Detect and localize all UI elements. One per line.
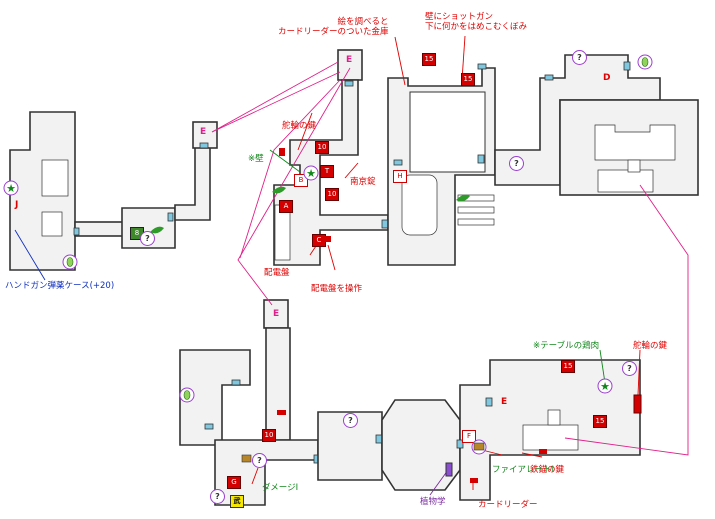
helm-lock-icon bbox=[279, 148, 285, 156]
question-icon-low: ? bbox=[343, 413, 358, 428]
question-icon-g: ? bbox=[252, 453, 267, 468]
question-icon-east: ? bbox=[622, 361, 637, 376]
room-letter-a: A bbox=[279, 200, 293, 213]
label-botany: 植物学 bbox=[420, 497, 446, 507]
staircase bbox=[41, 159, 69, 197]
label-handgun-ammo: ハンドガン弾薬ケース(+20) bbox=[5, 281, 115, 291]
question-icon-save: ? bbox=[140, 231, 155, 246]
ammo-pointer bbox=[14, 229, 46, 281]
damage-item-icon bbox=[241, 454, 252, 463]
label-nankin: 南京錠 bbox=[350, 177, 376, 187]
herb-icon bbox=[456, 194, 470, 202]
room-letter-e-top-left: E bbox=[200, 127, 207, 137]
label-panel-operate: 配電盤を操作 bbox=[311, 284, 363, 294]
room-letter-d: D bbox=[603, 73, 611, 83]
pillar bbox=[401, 174, 438, 236]
label-fire-plate: ファイアレートⅠ bbox=[492, 465, 555, 475]
room-central-west bbox=[273, 79, 389, 266]
card-reader-icon bbox=[470, 478, 478, 483]
room-west-low bbox=[179, 349, 251, 446]
question-icon-h: ? bbox=[509, 156, 524, 171]
herb-icon bbox=[150, 226, 164, 234]
label-helm-key-top: 舵輪の鍵 bbox=[282, 121, 317, 131]
room-letter-f: F bbox=[462, 430, 476, 443]
question-icon-g-bottom: ? bbox=[210, 489, 225, 504]
egg-icon bbox=[637, 54, 653, 70]
room-e-top bbox=[337, 49, 363, 81]
room-question-low bbox=[317, 411, 383, 481]
tag-10-c: 10 bbox=[262, 429, 276, 442]
label-shotgun: 壁にショットガン 下に何かをはめこむくぼみ bbox=[425, 12, 528, 32]
egg-icon bbox=[62, 254, 78, 270]
svg-text:★: ★ bbox=[6, 182, 16, 195]
door-lock-icon bbox=[277, 410, 286, 415]
room-large-east bbox=[559, 99, 699, 196]
room-letter-t: T bbox=[320, 165, 334, 178]
room-letter-e-top: E bbox=[346, 55, 353, 65]
connection-lines bbox=[211, 61, 689, 456]
label-card-reader: カードリーダー bbox=[478, 500, 538, 510]
star-icon: ★ bbox=[3, 180, 19, 196]
tag-15-top: 15 bbox=[422, 53, 436, 66]
label-panel: 配電盤 bbox=[264, 268, 290, 278]
room-letter-j: J bbox=[15, 200, 19, 210]
question-icon-d: ? bbox=[572, 50, 587, 65]
tag-10-a: 10 bbox=[315, 141, 329, 154]
label-table-chicken: ※テーブルの鶏肉 bbox=[533, 341, 600, 351]
tag-15-east-a: 15 bbox=[561, 360, 575, 373]
label-painting: 絵を調べると カードリーダーのついた金庫 bbox=[278, 17, 389, 37]
label-anchor-key: 鉄錨の鍵 bbox=[530, 465, 565, 475]
tag-15-east-b: 15 bbox=[593, 415, 607, 428]
tag-10-b: 10 bbox=[325, 188, 339, 201]
room-letter-e-right: E bbox=[501, 397, 508, 407]
weapon-icon: 武 bbox=[230, 495, 244, 508]
label-helm-key-right: 舵輪の鍵 bbox=[633, 341, 668, 351]
room-letter-e-low: E bbox=[273, 309, 280, 319]
room-letter-g: G bbox=[227, 476, 241, 489]
star-icon: ★ bbox=[303, 165, 319, 181]
botany-book-icon bbox=[445, 462, 453, 477]
herb-icon bbox=[272, 186, 286, 194]
svg-text:★: ★ bbox=[600, 380, 610, 393]
egg-icon bbox=[179, 387, 195, 403]
room-j bbox=[9, 111, 76, 271]
label-wall-note: ※壁 bbox=[248, 154, 264, 164]
room-letter-h: H bbox=[393, 170, 407, 183]
star-icon: ★ bbox=[597, 378, 613, 394]
panel-icon bbox=[323, 236, 331, 242]
svg-text:★: ★ bbox=[306, 167, 316, 180]
tag-15-shotgun: 15 bbox=[461, 73, 475, 86]
label-damage: ダメージⅠ bbox=[262, 483, 299, 493]
anchor-key-icon bbox=[539, 449, 547, 454]
helm-key-icon bbox=[633, 394, 642, 414]
room-letter-b: B bbox=[294, 174, 308, 187]
